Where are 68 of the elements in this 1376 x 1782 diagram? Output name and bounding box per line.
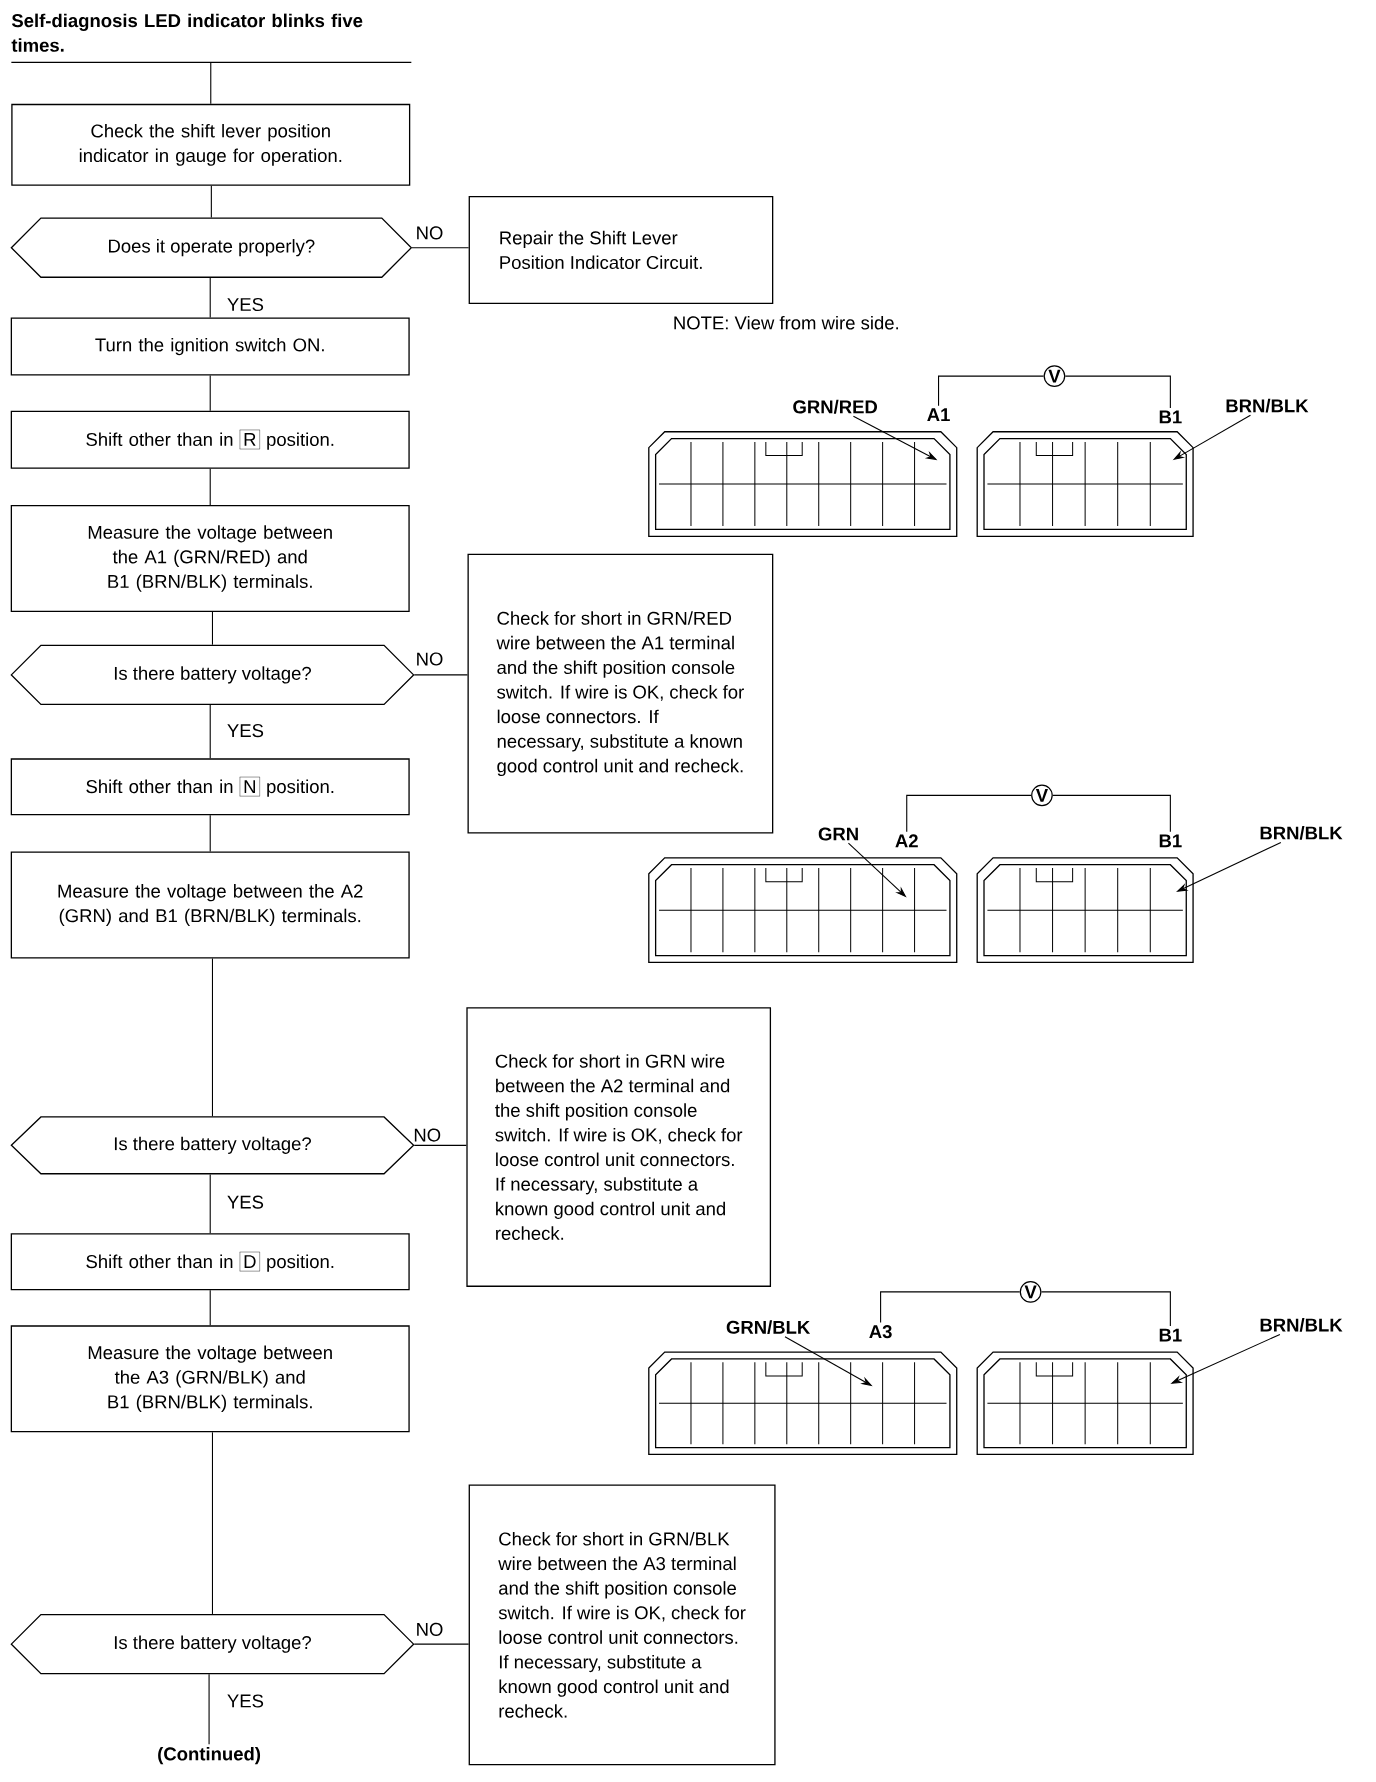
flow-line xyxy=(411,247,470,249)
meter-wire xyxy=(1064,375,1171,409)
edge-label: YES xyxy=(227,1694,264,1708)
wire-color-label: GRN xyxy=(818,827,858,841)
flow-line xyxy=(209,375,211,412)
flow-line xyxy=(209,1173,211,1234)
edge-label: NO xyxy=(417,226,443,240)
process-box: Shift other than in D position. xyxy=(10,1233,410,1291)
connector-drawing xyxy=(648,431,958,537)
flow-line xyxy=(211,957,214,1117)
process-box: Check the shift lever position indicator in gauge for operation. xyxy=(11,103,411,186)
flow-line xyxy=(209,704,211,759)
action-box: Check for short in GRN/BLK wire between the A3 terminal and the shift position console switch. If wire is OK, check for loose control unit connectors. If necessary, substitute a known good control unit and recheck. xyxy=(468,1484,776,1766)
terminal-label: A2 xyxy=(895,834,918,848)
flow-line xyxy=(209,277,211,319)
process-box: Measure the voltage between the A3 (GRN/BLK) and B1 (BRN/BLK) terminals. xyxy=(10,1325,410,1433)
title-text: Self-diagnosis LED indicator blinks five times. xyxy=(10,13,412,64)
edge-label: YES xyxy=(227,724,264,738)
decision-hexagon: Is there battery voltage? xyxy=(10,1116,415,1175)
wire-color-label: GRN/RED xyxy=(793,399,878,414)
flow-line xyxy=(413,1643,470,1645)
flow-line xyxy=(209,1289,211,1326)
flow-line xyxy=(211,611,214,646)
decision-hexagon: Is there battery voltage? xyxy=(10,644,415,706)
wire-color-label: BRN/BLK xyxy=(1260,825,1343,840)
flow-line xyxy=(413,1144,467,1146)
edge-label: NO xyxy=(414,1128,441,1142)
terminal-label: B1 xyxy=(1159,1328,1182,1342)
process-box: Shift other than in N position. xyxy=(10,758,410,816)
flow-line xyxy=(210,61,212,105)
terminal-label: B1 xyxy=(1159,410,1182,424)
terminal-label: A3 xyxy=(869,1325,892,1339)
connector-drawing xyxy=(648,1351,958,1456)
meter-wire xyxy=(1052,794,1171,833)
connector-drawing xyxy=(976,1351,1194,1456)
process-box: Shift other than in R position. xyxy=(10,410,410,469)
edge-label: YES xyxy=(227,297,264,312)
connector-drawing xyxy=(648,857,958,964)
terminal-label: A1 xyxy=(927,408,950,422)
process-box: Measure the voltage between the A1 (GRN/RED) and B1 (BRN/BLK) terminals. xyxy=(10,504,410,612)
flow-line xyxy=(210,185,212,219)
connector-drawing xyxy=(976,857,1194,964)
decision-hexagon: Is there battery voltage? xyxy=(10,1613,415,1675)
process-box: Measure the voltage between the A2 (GRN) and B1 (BRN/BLK) terminals. xyxy=(10,851,410,959)
meter-wire xyxy=(880,1291,1021,1323)
action-box: Repair the Shift Lever Position Indicator Circuit. xyxy=(468,195,774,304)
flow-line xyxy=(208,1673,210,1745)
flow-line xyxy=(209,468,211,506)
connector-drawing xyxy=(976,431,1194,537)
action-box: Check for short in GRN/RED wire between the A1 terminal and the shift position console switch. If wire is OK, check for loose connectors. If necessary, substitute a known good control unit and recheck. xyxy=(467,553,774,834)
flow-line xyxy=(211,1431,214,1615)
terminal-label: B1 xyxy=(1159,834,1182,848)
edge-label: NO xyxy=(417,1622,443,1636)
meter-wire xyxy=(938,375,1045,407)
decision-hexagon: Does it operate properly? xyxy=(10,217,413,278)
meter-wire xyxy=(906,794,1032,833)
action-box: Check for short in GRN wire between the A2 terminal and the shift position console switch. If wire is OK, check for loose control unit connectors. If necessary, substitute a known good control unit and recheck. xyxy=(466,1007,772,1287)
process-box: Turn the ignition switch ON. xyxy=(10,317,410,376)
note-text: NOTE: View from wire side. xyxy=(674,315,898,330)
flow-line xyxy=(413,674,469,676)
wire-color-label: GRN/BLK xyxy=(726,1320,811,1335)
wire-color-label: BRN/BLK xyxy=(1226,398,1309,413)
meter-wire xyxy=(1040,1291,1171,1327)
edge-label: NO xyxy=(417,652,443,666)
wire-color-label: BRN/BLK xyxy=(1260,1317,1343,1332)
continued-text: (Continued) xyxy=(158,1746,261,1765)
edge-label: YES xyxy=(227,1195,264,1209)
flow-line xyxy=(209,814,211,853)
